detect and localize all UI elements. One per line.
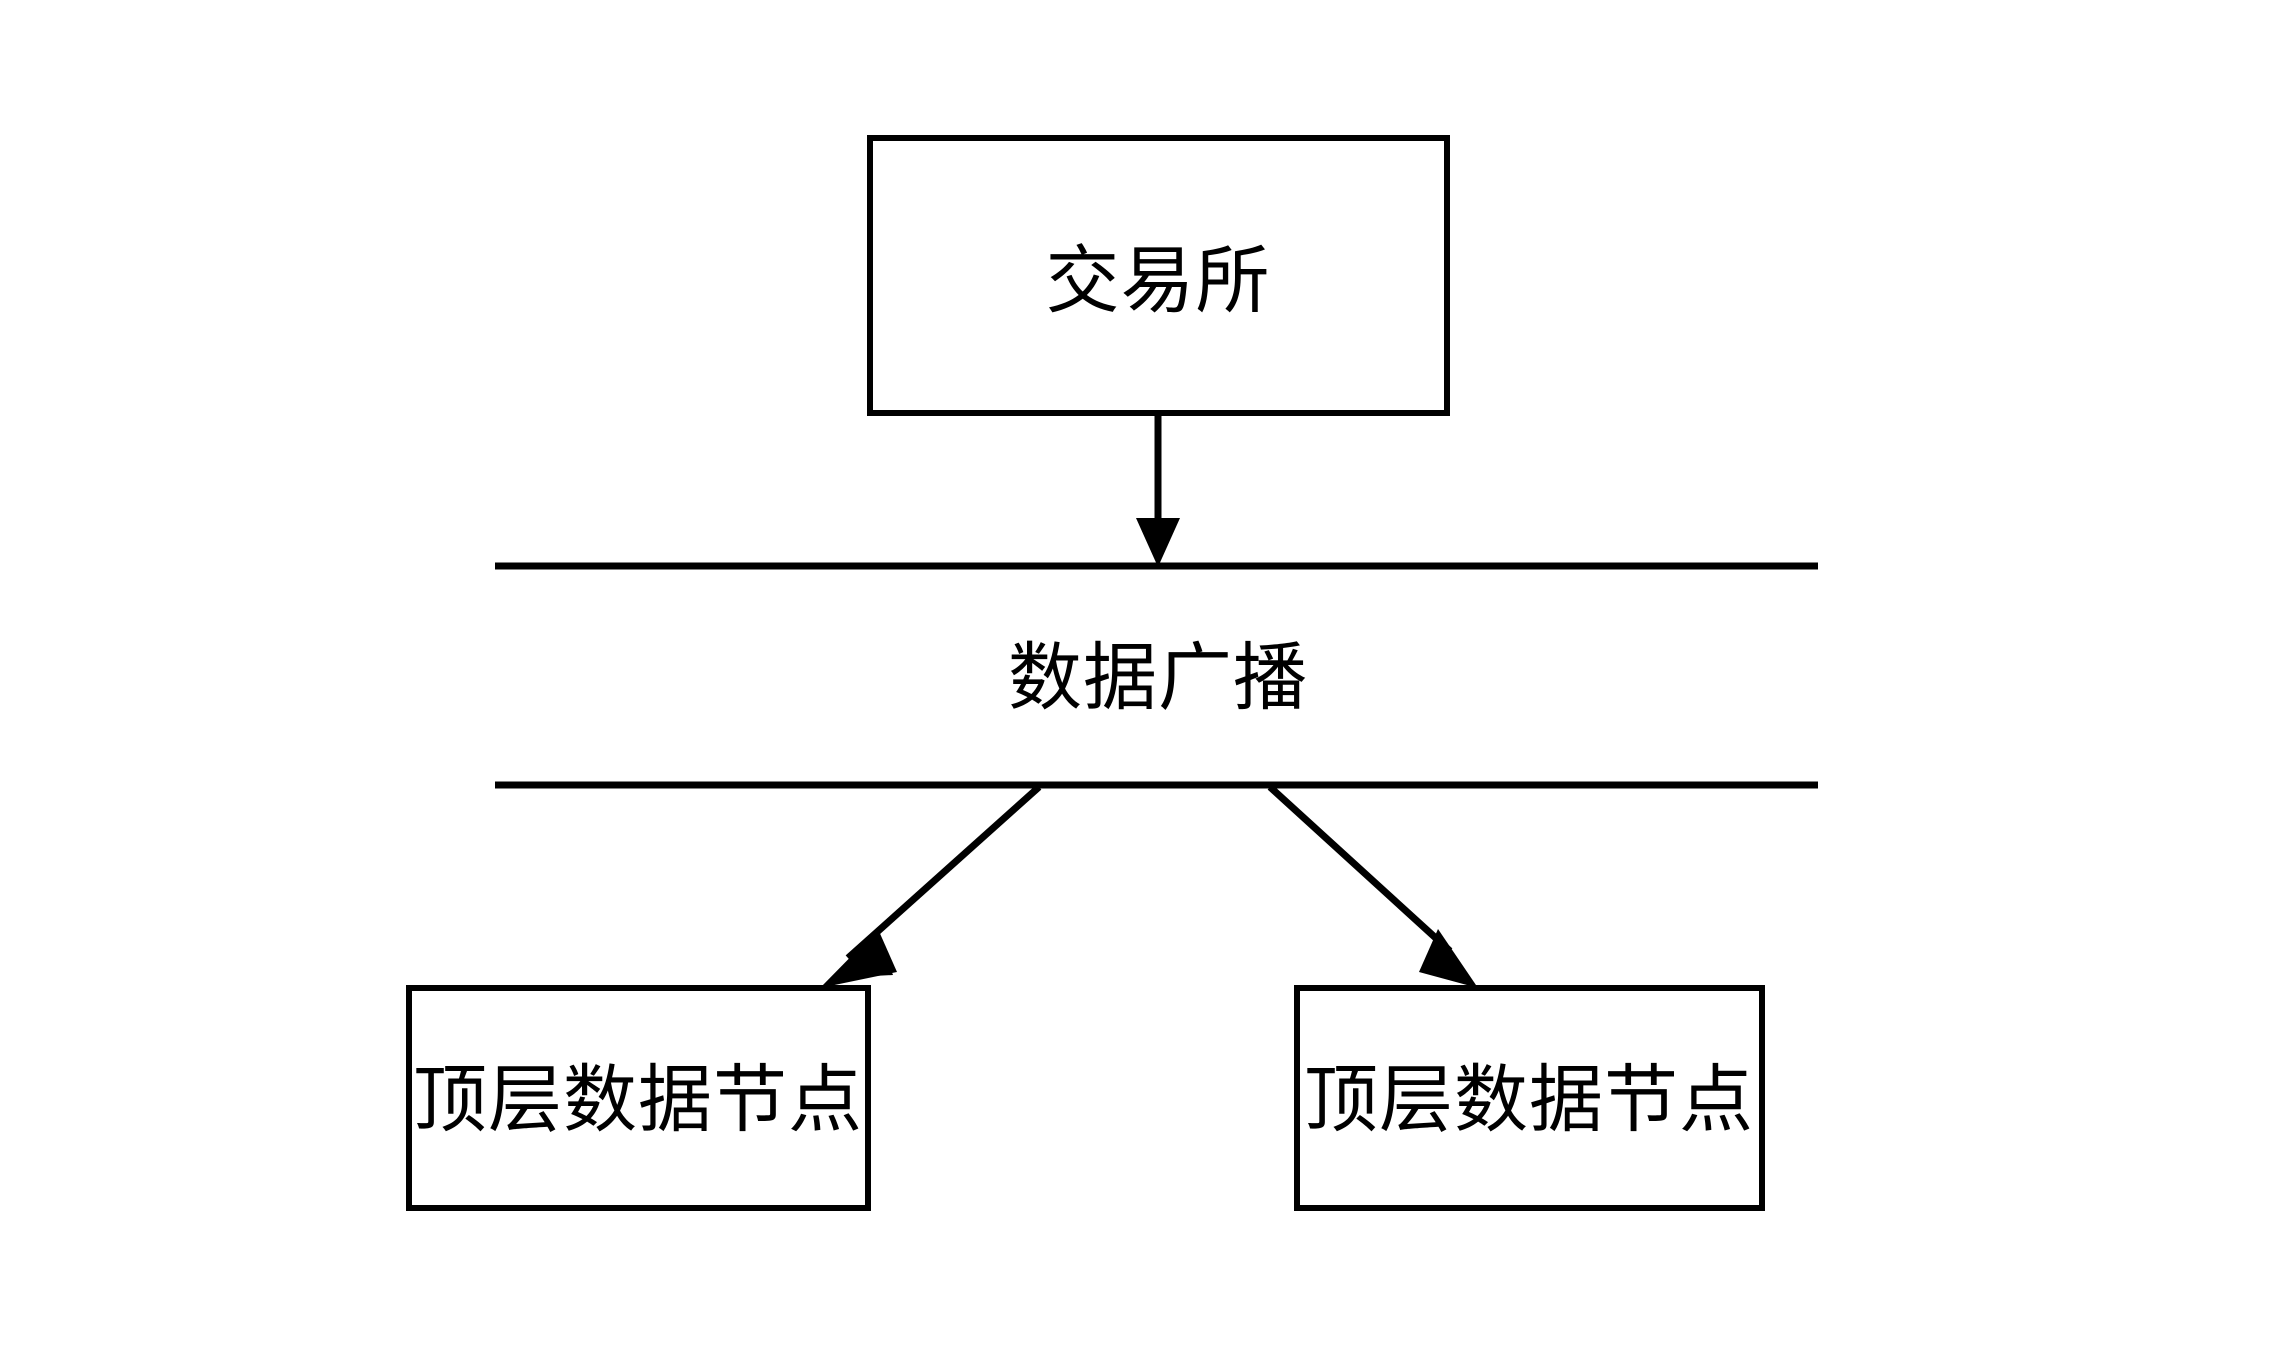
node-exchange-box[interactable]	[867, 135, 1450, 416]
node-exchange-label: 交易所	[1046, 238, 1271, 324]
edge-bus-to-node-right-arrowhead	[1419, 929, 1478, 988]
bus-data-broadcast[interactable]: 数据广播	[495, 562, 1818, 789]
node-top-data-node-right-box[interactable]	[1294, 985, 1765, 1211]
node-exchange[interactable]: 交易所	[867, 135, 1450, 416]
node-top-data-node-left-box[interactable]	[406, 985, 871, 1211]
edge-bus-to-node-right-line	[1267, 784, 1453, 954]
edge-bus-to-node-right	[1267, 784, 1478, 988]
edge-exchange-to-bus	[1136, 413, 1180, 567]
node-top-data-node-right[interactable]: 顶层数据节点	[1294, 985, 1765, 1211]
node-top-data-node-left-label: 顶层数据节点	[413, 1057, 863, 1143]
bus-label: 数据广播	[1008, 635, 1308, 721]
edge-bus-to-node-left	[820, 784, 1042, 988]
node-top-data-node-left[interactable]: 顶层数据节点	[406, 985, 871, 1211]
edge-bus-to-node-left-line	[845, 784, 1042, 961]
node-top-data-node-right-label: 顶层数据节点	[1304, 1057, 1754, 1143]
edge-exchange-to-bus-arrowhead	[1136, 518, 1180, 567]
edge-bus-to-node-left-arrowhead-fill	[820, 929, 897, 988]
